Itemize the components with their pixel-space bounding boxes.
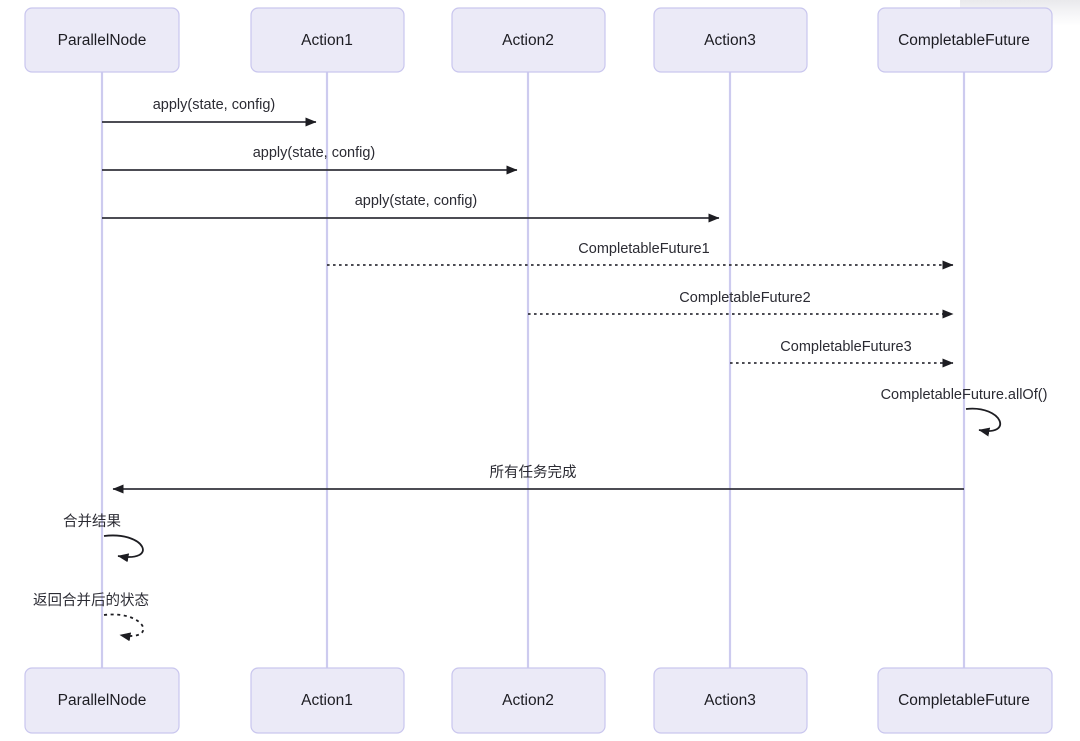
actor-box-bottom-completablefuture[interactable] bbox=[877, 667, 1053, 734]
message-merge-results-selfloop: 合并结果 bbox=[63, 513, 144, 563]
actor-label-top-action1: Action1 bbox=[301, 32, 353, 49]
actor-footer-action2[interactable]: Action2 bbox=[451, 667, 606, 734]
message-label-m7: CompletableFuture.allOf() bbox=[881, 387, 1048, 403]
message-label-m5: CompletableFuture2 bbox=[679, 290, 810, 306]
actor-header-action2[interactable]: Action2 bbox=[451, 7, 606, 73]
actor-label-bottom-action1: Action1 bbox=[301, 692, 353, 709]
message-label-m6: CompletableFuture3 bbox=[780, 339, 911, 355]
message-apply-action1: apply(state, config) bbox=[102, 97, 317, 127]
message-return-merged-state-selfloop: 返回合并后的状态 bbox=[33, 592, 149, 642]
message-loop-m9 bbox=[103, 534, 144, 563]
actor-box-bottom-action1[interactable] bbox=[250, 667, 405, 734]
actor-label-bottom-parallelnode: ParallelNode bbox=[58, 692, 147, 709]
message-label-m1: apply(state, config) bbox=[153, 97, 276, 113]
actor-header-action1[interactable]: Action1 bbox=[250, 7, 405, 73]
actor-footer-parallelnode[interactable]: ParallelNode bbox=[24, 667, 180, 734]
message-label-m2: apply(state, config) bbox=[253, 145, 376, 161]
lifelines-group bbox=[100, 72, 966, 668]
actor-header-completablefuture[interactable]: CompletableFuture bbox=[877, 7, 1053, 73]
actor-label-top-action3: Action3 bbox=[704, 32, 756, 49]
actor-header-parallelnode[interactable]: ParallelNode bbox=[24, 7, 180, 73]
message-apply-action3: apply(state, config) bbox=[102, 193, 720, 223]
message-label-m9: 合并结果 bbox=[63, 513, 121, 530]
message-loop-m10 bbox=[103, 613, 145, 642]
actor-box-top-parallelnode[interactable] bbox=[24, 7, 180, 73]
actor-label-top-action2: Action2 bbox=[502, 32, 554, 49]
actor-footer-action1[interactable]: Action1 bbox=[250, 667, 405, 734]
actor-label-bottom-action2: Action2 bbox=[502, 692, 554, 709]
actor-header-action3[interactable]: Action3 bbox=[653, 7, 808, 73]
message-label-m10: 返回合并后的状态 bbox=[33, 592, 149, 609]
actor-box-top-action1[interactable] bbox=[250, 7, 405, 73]
actor-label-bottom-completablefuture: CompletableFuture bbox=[898, 692, 1030, 709]
actor-box-top-action2[interactable] bbox=[451, 7, 606, 73]
message-future1: CompletableFuture1 bbox=[327, 241, 954, 270]
actor-label-top-parallelnode: ParallelNode bbox=[58, 32, 147, 49]
message-future2: CompletableFuture2 bbox=[528, 290, 954, 319]
actor-box-top-action3[interactable] bbox=[653, 7, 808, 73]
actor-box-top-completablefuture[interactable] bbox=[877, 7, 1053, 73]
actor-box-bottom-parallelnode[interactable] bbox=[24, 667, 180, 734]
message-all-tasks-complete: 所有任务完成 bbox=[112, 464, 964, 494]
message-label-m4: CompletableFuture1 bbox=[578, 241, 709, 257]
actor-footer-action3[interactable]: Action3 bbox=[653, 667, 808, 734]
actor-box-bottom-action3[interactable] bbox=[653, 667, 808, 734]
actor-box-bottom-action2[interactable] bbox=[451, 667, 606, 734]
message-label-m3: apply(state, config) bbox=[355, 193, 478, 209]
actor-label-bottom-action3: Action3 bbox=[704, 692, 756, 709]
message-apply-action2: apply(state, config) bbox=[102, 145, 518, 175]
message-allof-selfloop: CompletableFuture.allOf() bbox=[881, 387, 1048, 437]
actor-label-top-completablefuture: CompletableFuture bbox=[898, 32, 1030, 49]
message-label-m8: 所有任务完成 bbox=[490, 464, 577, 481]
message-future3: CompletableFuture3 bbox=[730, 339, 954, 368]
message-loop-m7 bbox=[965, 407, 1001, 437]
actor-footer-completablefuture[interactable]: CompletableFuture bbox=[877, 667, 1053, 734]
